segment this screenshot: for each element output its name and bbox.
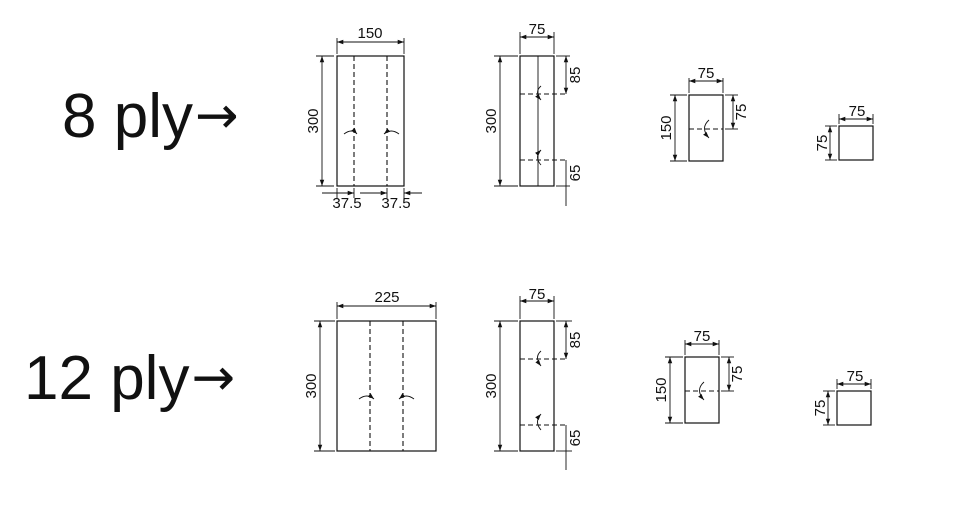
dimension-top-offset: 85: [567, 67, 584, 84]
dimension-width: 75: [694, 328, 711, 345]
dimension-width: 75: [529, 286, 546, 303]
row-label-12-ply-text: 12 ply: [24, 344, 190, 413]
row-label-8-ply-text: 8 ply: [62, 82, 193, 151]
piece-8ply-150x300: 150 300 37.5 37.5: [305, 25, 422, 212]
piece-8ply-75x300: 75 300 85 65: [483, 21, 584, 206]
right-arrow-icon: →: [194, 86, 239, 146]
row-label-8-ply: 8 ply→: [62, 86, 239, 148]
piece-12ply-225x300: 225 300: [303, 289, 437, 452]
dimension-bottom-right: 37.5: [381, 195, 410, 212]
dimension-height: 150: [653, 377, 670, 402]
dimension-height: 300: [483, 373, 500, 398]
dimension-height: 75: [812, 400, 829, 417]
right-arrow-icon: →: [191, 348, 236, 408]
dimension-bottom-offset: 65: [567, 430, 584, 447]
dimension-width: 75: [847, 368, 864, 385]
dimension-width: 75: [529, 21, 546, 38]
piece-12ply-75x75: 75 75: [812, 368, 872, 426]
piece-8ply-75x75: 75 75: [814, 103, 874, 161]
dimension-width: 75: [698, 65, 715, 82]
dimension-bottom-offset: 65: [567, 165, 584, 182]
dimension-width: 75: [849, 103, 866, 120]
dimension-height: 150: [658, 115, 675, 140]
row-label-12-ply: 12 ply→: [24, 348, 235, 410]
piece-8ply-75x150: 75 150 75: [658, 65, 750, 162]
dimension-side: 75: [733, 104, 750, 121]
piece-12ply-75x300: 75 300 85 65: [483, 286, 584, 470]
dimension-height: 300: [305, 108, 322, 133]
piece-12ply-75x150: 75 150 75: [653, 328, 746, 424]
dimension-height: 300: [303, 373, 320, 398]
dimension-top-offset: 85: [567, 332, 584, 349]
dimension-height: 300: [483, 108, 500, 133]
dimension-side: 75: [729, 366, 746, 383]
dimension-bottom-left: 37.5: [332, 195, 361, 212]
dimension-height: 75: [814, 135, 831, 152]
dimension-width: 225: [374, 289, 399, 306]
dimension-width: 150: [357, 25, 382, 42]
